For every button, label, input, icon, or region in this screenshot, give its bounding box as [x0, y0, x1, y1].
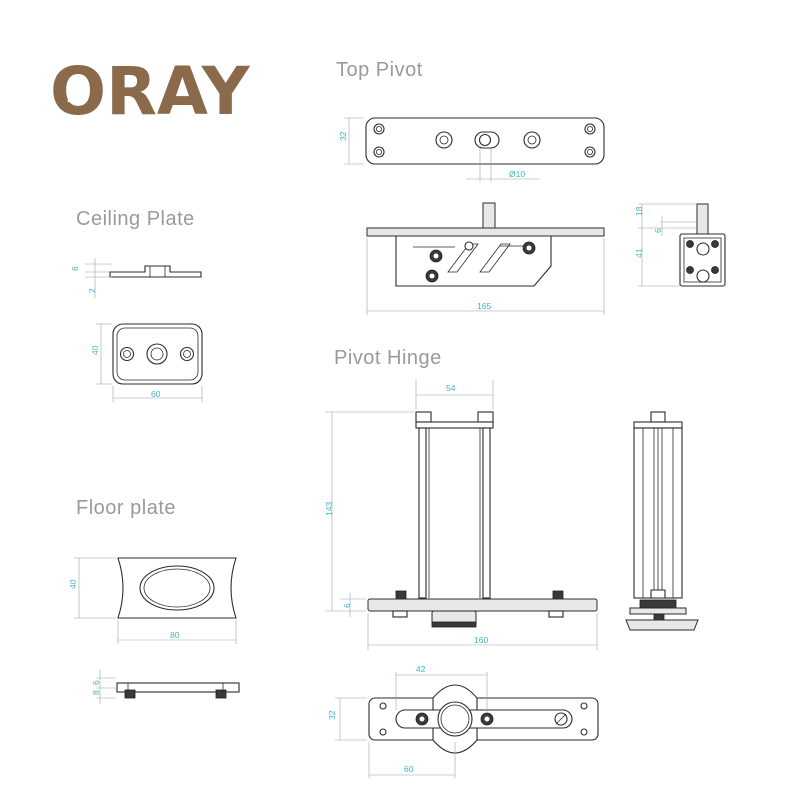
- ceiling-plate-side-view: 6 2: [70, 258, 202, 298]
- top-pivot-cover: [366, 227, 605, 237]
- pivot-pin-shaft: [696, 203, 709, 237]
- dim-floor-side-b: 6: [91, 680, 101, 685]
- dim-bottom-offset: 60: [404, 764, 414, 774]
- dim-top-pivot-pin-small: 6: [653, 228, 663, 233]
- hinge-top-cap: [415, 411, 432, 423]
- screw-hole: [580, 702, 588, 710]
- floor-plate-top-view: 40 80: [68, 557, 237, 644]
- dim-ceiling-width: 60: [151, 389, 161, 399]
- pivot-hinge-bottom-view: 42 32 60: [327, 664, 599, 778]
- hinge-side-housing: [625, 619, 699, 631]
- screw-hole: [373, 146, 385, 158]
- bearing: [696, 242, 710, 256]
- title-pivot-hinge: Pivot Hinge: [334, 347, 442, 369]
- screw-hole-inner: [587, 126, 594, 133]
- center-hole: [146, 343, 168, 365]
- cam-slot: [479, 243, 511, 273]
- roller: [464, 241, 474, 251]
- brand-logo: ORAY: [50, 53, 251, 130]
- screw-hole-inner: [527, 135, 537, 145]
- screw-hole-inner: [375, 148, 382, 155]
- screw-hole: [373, 123, 385, 135]
- hinge-screw: [395, 590, 407, 600]
- dim-ceiling-thickness-a: 6: [70, 266, 80, 271]
- dim-top-pivot-pin: Ø10: [509, 169, 525, 179]
- hinge-post: [482, 427, 491, 599]
- hinge-side-cap: [650, 411, 666, 423]
- dim-hinge-base: 6: [342, 603, 352, 608]
- top-pivot-front-view: 165: [366, 202, 605, 315]
- brand-logo-text: ORAY: [50, 53, 251, 130]
- title-floor-plate: Floor plate: [76, 497, 176, 519]
- floor-plate-side-view: 8 6: [91, 670, 240, 704]
- dim-ceiling-height: 40: [90, 345, 100, 355]
- title-top-pivot: Top Pivot: [336, 59, 423, 81]
- screw-hole: [435, 131, 453, 149]
- keyhole-slot-icon: [67, 90, 79, 102]
- top-pivot-side-view: 18 6 41: [634, 203, 726, 287]
- screw-hole: [179, 346, 195, 362]
- dim-hinge-width: 54: [446, 383, 456, 393]
- hinge-foot: [392, 610, 408, 618]
- hinge-top-cap: [477, 411, 494, 423]
- dim-top-pivot-pin-height: 18: [634, 206, 644, 216]
- pivot-hinge-front-view: 54 143 6 160: [324, 380, 598, 650]
- bearing: [696, 269, 710, 283]
- hinge-base-plate: [367, 598, 598, 612]
- hinge-side-top-bar: [633, 421, 683, 429]
- pivot-hinge-side-view: [625, 411, 699, 631]
- screw-hole: [119, 346, 135, 362]
- hinge-bottom-spindle: [437, 701, 473, 737]
- floor-plate-cover: [139, 565, 215, 611]
- dim-hinge-height: 143: [324, 502, 334, 516]
- top-pivot-top-view: 32 Ø10: [338, 117, 605, 182]
- screw-hole: [379, 728, 387, 736]
- hinge-side-pin: [650, 589, 666, 599]
- floor-plate-profile: [116, 682, 240, 693]
- ceiling-plate-top-view: 40 60: [90, 323, 203, 402]
- screw-hole-inner: [439, 135, 449, 145]
- hinge-side-mount: [639, 599, 677, 609]
- hinge-side-screw: [653, 613, 665, 621]
- dim-top-pivot-length: 165: [477, 301, 491, 311]
- hinge-top-bar: [415, 421, 494, 429]
- hinge-housing-bottom: [431, 621, 477, 628]
- dim-bottom-spacing: 42: [416, 664, 426, 674]
- dim-top-pivot-side-height: 41: [634, 248, 644, 258]
- hinge-screw: [552, 590, 564, 600]
- floor-plate-foot: [215, 689, 227, 699]
- screw-hole-inner: [587, 148, 594, 155]
- dim-floor-height: 40: [68, 579, 78, 589]
- dim-floor-width: 80: [170, 630, 180, 640]
- hinge-side-base: [629, 607, 687, 615]
- title-ceiling-plate: Ceiling Plate: [76, 208, 195, 230]
- cam-slot: [447, 243, 479, 273]
- pivot-pin: [478, 133, 492, 147]
- dim-hinge-length: 160: [474, 635, 488, 645]
- screw-hole: [584, 146, 596, 158]
- dim-floor-side-a: 8: [91, 690, 101, 695]
- screw-hole: [523, 131, 541, 149]
- dim-top-pivot-height: 32: [338, 131, 348, 141]
- dim-ceiling-thickness-b: 2: [87, 288, 97, 293]
- hinge-foot: [548, 610, 564, 618]
- dim-bottom-height: 32: [327, 710, 337, 720]
- floor-plate-foot: [124, 689, 136, 699]
- screw-hole: [584, 123, 596, 135]
- screw-hole: [379, 702, 387, 710]
- screw-hole: [580, 728, 588, 736]
- pivot-pin-shaft: [482, 202, 496, 231]
- ceiling-plate-profile: [109, 265, 202, 278]
- screw-hole-inner: [375, 126, 382, 133]
- hinge-post: [418, 427, 427, 599]
